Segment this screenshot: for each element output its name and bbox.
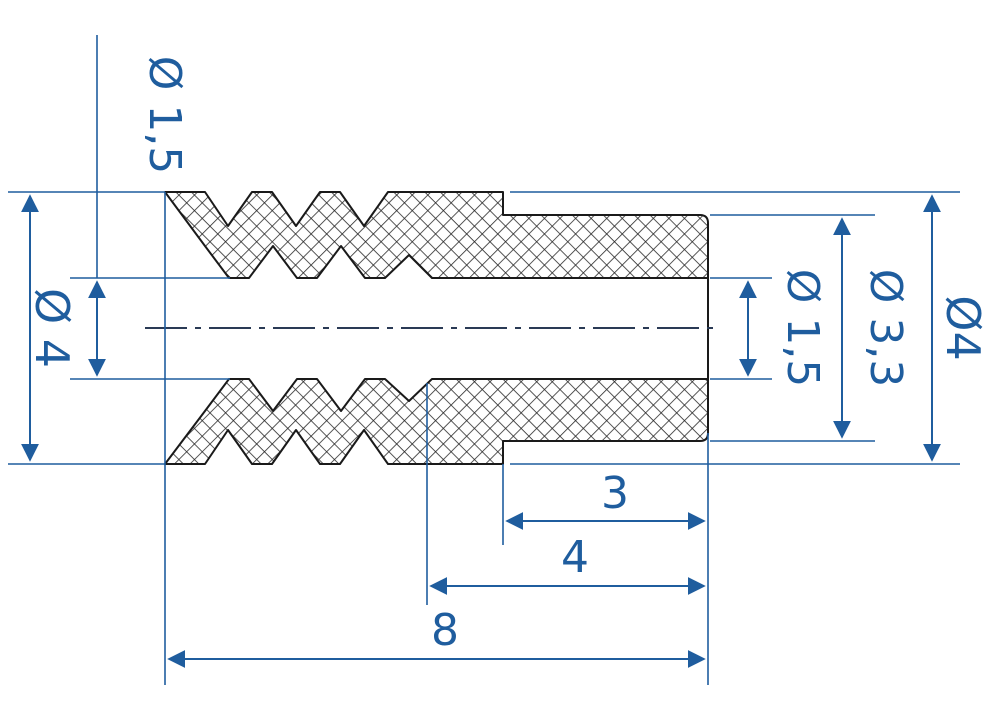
length-4-label: 4 bbox=[561, 532, 589, 583]
upper-section bbox=[164, 191, 709, 279]
right-mid-diameter-label: Ø 3,3 bbox=[860, 269, 911, 388]
length-3-label: 3 bbox=[601, 468, 629, 519]
right-inner-diameter-label: Ø 1,5 bbox=[777, 269, 828, 388]
lower-section bbox=[164, 378, 709, 465]
extension-lines bbox=[8, 35, 960, 685]
left-outer-diameter-label: Ø 4 bbox=[25, 288, 79, 368]
length-8-label: 8 bbox=[431, 605, 459, 656]
left-inner-diameter-label: Ø 1,5 bbox=[139, 56, 190, 175]
right-outer-diameter-label: Ø4 bbox=[936, 295, 990, 360]
